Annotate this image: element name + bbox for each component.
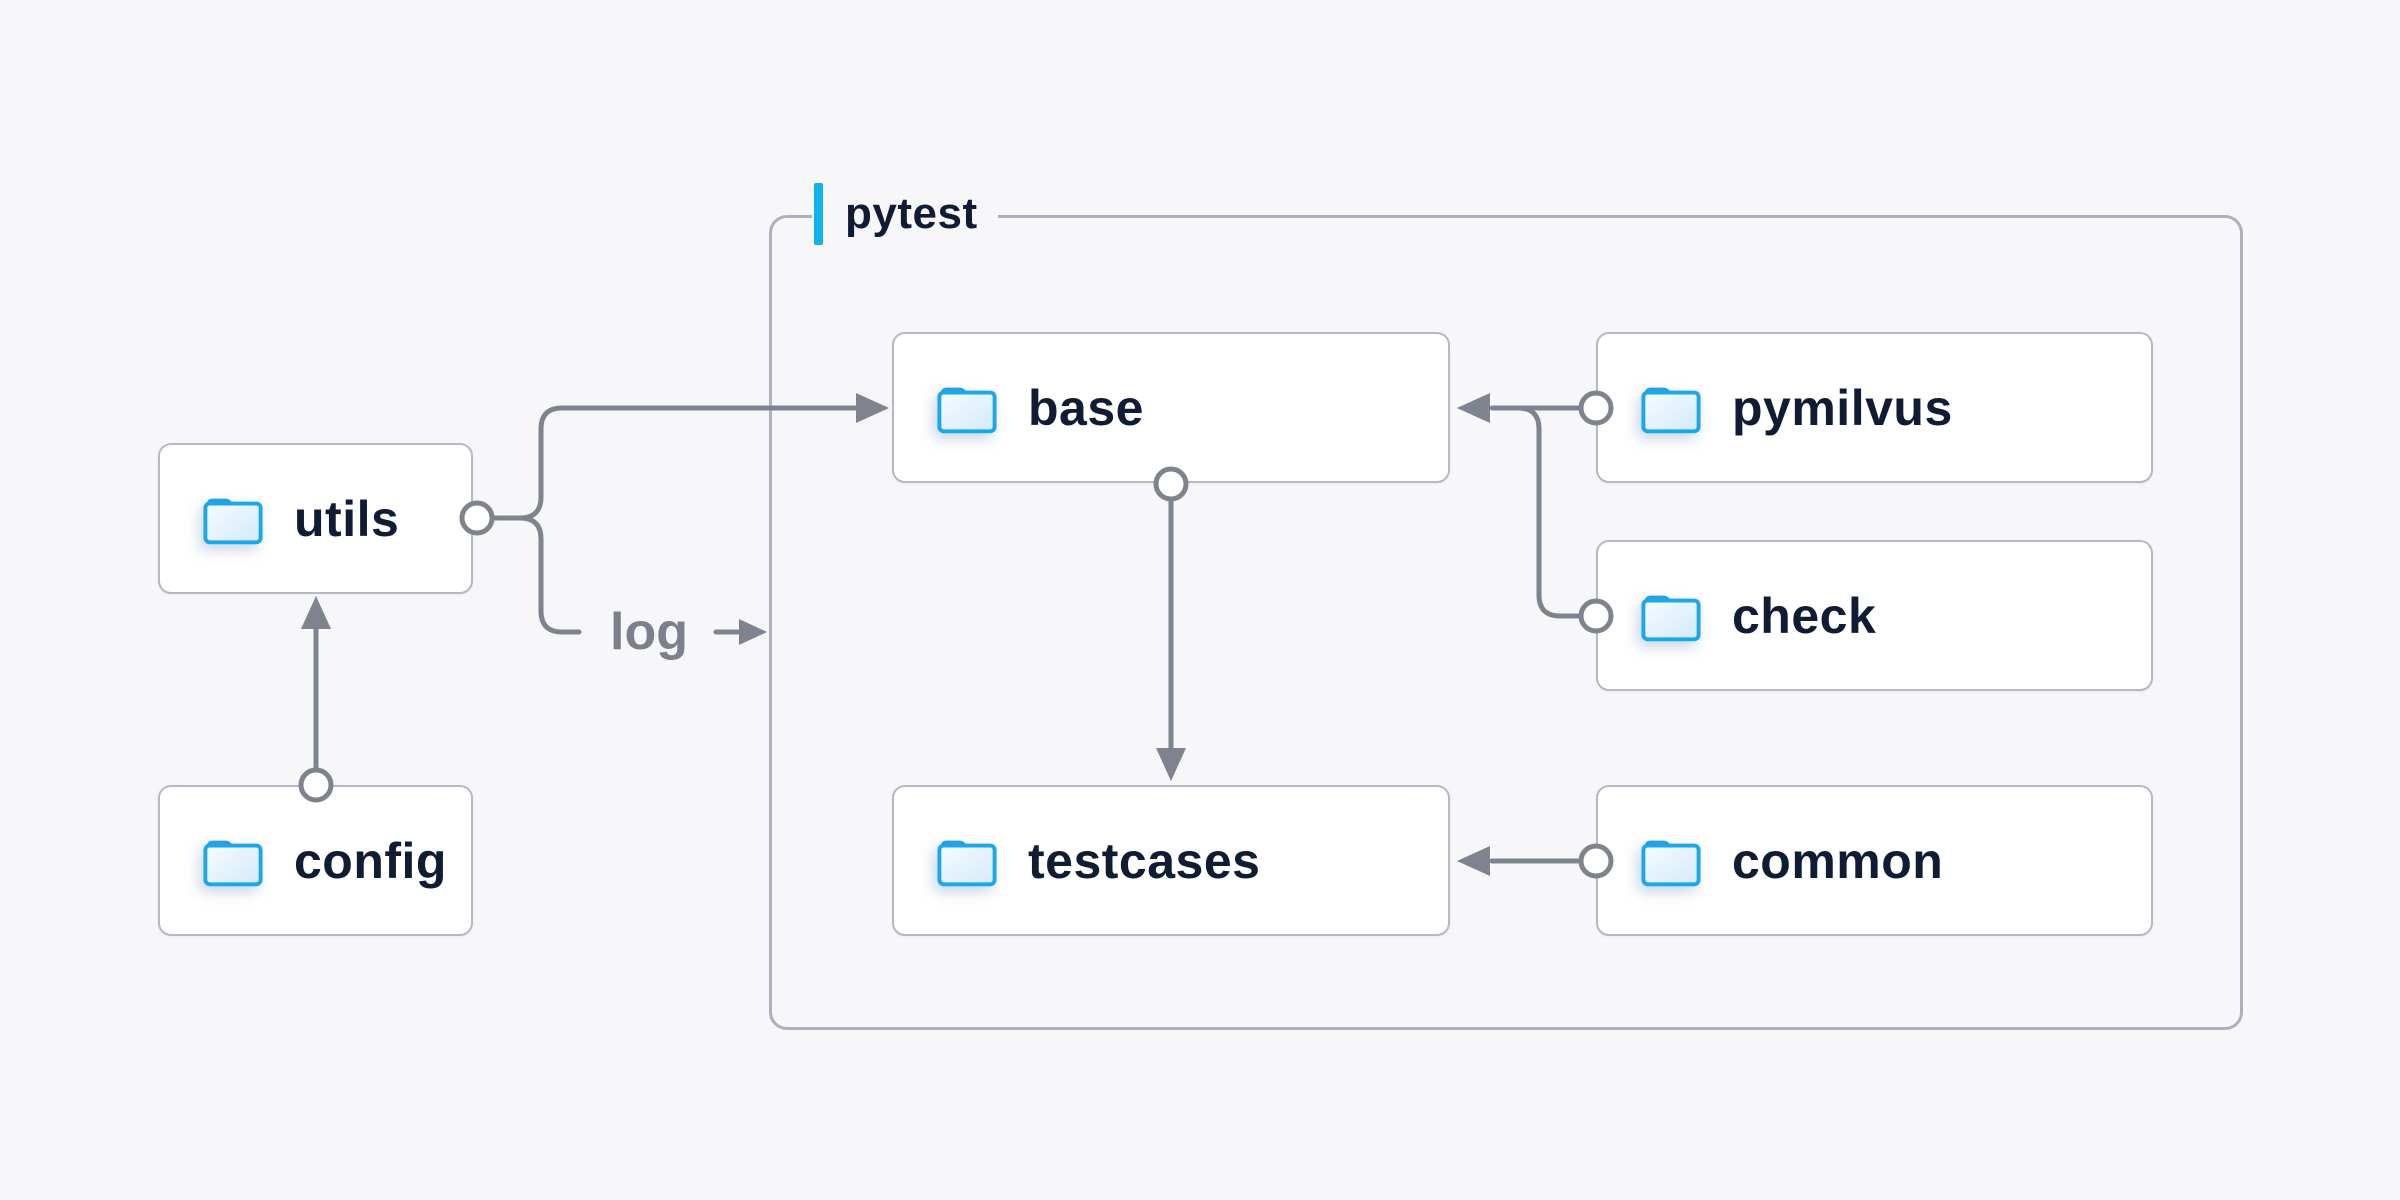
pytest-group-frame [769,215,2243,1030]
arrowhead-into-utils [301,596,331,629]
pytest-group-label: pytest [812,183,998,245]
node-label: check [1732,587,1877,644]
node-pymilvus: pymilvus [1596,332,2153,483]
node-base: base [892,332,1450,483]
edge-utils-log [488,515,582,635]
group-title: pytest [845,189,978,238]
folder-icon [936,381,998,435]
folder-icon [936,834,998,888]
folder-icon [1640,834,1702,888]
node-label: pymilvus [1732,379,1953,436]
node-check: check [1596,540,2153,691]
accent-bar [814,183,823,245]
node-label: config [294,832,447,889]
arrowhead-log [739,619,767,645]
node-common: common [1596,785,2153,936]
folder-icon [1640,381,1702,435]
node-utils: utils [158,443,473,594]
folder-icon [202,834,264,888]
edge-label-log: log [610,603,688,661]
folder-icon [202,492,264,546]
node-testcases: testcases [892,785,1450,936]
node-label: testcases [1028,832,1261,889]
node-label: common [1732,832,1944,889]
folder-icon [1640,589,1702,643]
node-label: base [1028,379,1144,436]
node-config: config [158,785,473,936]
node-label: utils [294,490,400,547]
